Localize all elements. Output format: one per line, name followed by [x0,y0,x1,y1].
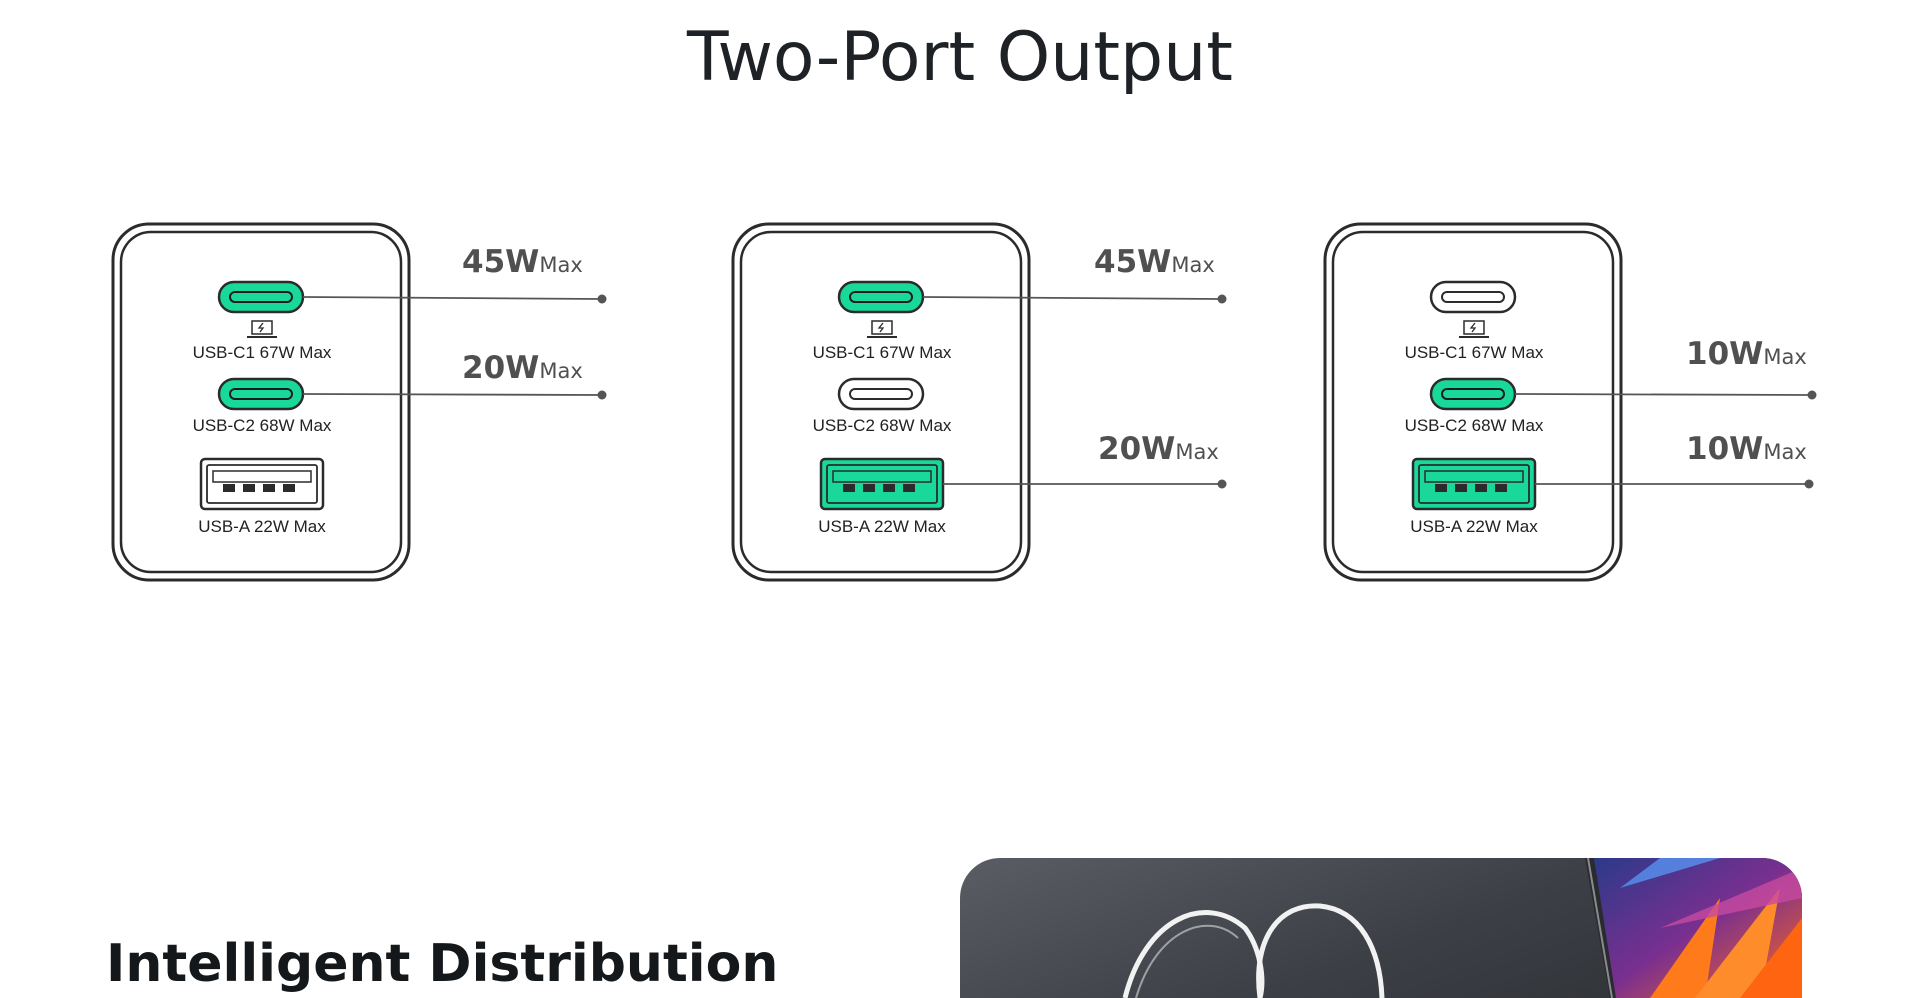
usb-c1-label: USB-C1 67W Max [813,343,952,362]
charger-body-outer [1323,222,1623,582]
output-watt-label: 45WMax [1094,244,1215,280]
charger-body-outer [111,222,411,582]
laptop-charging-icon [1459,320,1489,338]
usb-a-port-icon [819,457,945,511]
usb-a-port-icon [1411,457,1537,511]
usb-c2-label: USB-C2 68W Max [1405,416,1544,435]
laptop-charging-icon [867,320,897,338]
charger-diagram-1: USB-C1 67W Max USB-C2 68W Max USB-A 22W … [111,222,607,582]
usb-c2-port-slot [1441,388,1505,400]
usb-a-port-opening [206,464,318,504]
usb-c1-label: USB-C1 67W Max [1405,343,1544,362]
output-watt-label: 10WMax [1686,336,1807,372]
leader-line-usb-c2 [302,393,602,396]
usb-a-label: USB-A 22W Max [198,517,326,536]
usb-c1-port-slot [849,291,913,303]
product-photo-illustration [1122,858,1802,998]
usb-a-port-opening [1418,464,1530,504]
usb-a-port-icon [199,457,325,511]
usb-c1-label: USB-C1 67W Max [193,343,332,362]
usb-c2-port-slot [229,388,293,400]
leader-line-usb-c2 [1514,393,1812,396]
usb-c2-port-icon [217,377,305,411]
usb-c2-port-icon [837,377,925,411]
usb-c1-port-slot [1441,291,1505,303]
laptop-charging-icon [247,320,277,338]
charger-diagram-3: USB-C1 67W Max USB-C2 68W Max USB-A 22W … [1323,222,1817,582]
usb-c2-label: USB-C2 68W Max [813,416,952,435]
leader-line-usb-c1 [302,296,602,300]
usb-a-label: USB-A 22W Max [1410,517,1538,536]
leader-line-end-dot [1217,294,1227,304]
charger-diagram-2: USB-C1 67W Max USB-C2 68W Max USB-A 22W … [731,222,1227,582]
usb-c1-port-slot [229,291,293,303]
leader-line-end-dot [597,390,607,400]
charger-body-inner [739,230,1023,574]
leader-line-usb-c1 [922,296,1222,300]
leader-line-end-dot [1807,390,1817,400]
page-title: Two-Port Output [687,18,1233,97]
charger-body-inner [119,230,403,574]
usb-c1-port-icon [1429,280,1517,314]
output-watt-label: 10WMax [1686,431,1807,467]
usb-a-label: USB-A 22W Max [818,517,946,536]
usb-c1-port-icon [217,280,305,314]
usb-c2-port-slot [849,388,913,400]
charger-body-inner [1331,230,1615,574]
usb-a-port-opening [826,464,938,504]
usb-c1-port-icon [837,280,925,314]
leader-line-end-dot [597,294,607,304]
output-watt-label: 20WMax [462,350,583,386]
usb-c2-port-icon [1429,377,1517,411]
section-heading: Intelligent Distribution [106,934,779,994]
leader-line-end-dot [1804,479,1814,489]
two-port-output-diagram: USB-C1 67W Max USB-C2 68W Max USB-A 22W … [111,222,1817,582]
output-watt-label: 45WMax [462,244,583,280]
usb-c2-label: USB-C2 68W Max [193,416,332,435]
output-watt-label: 20WMax [1098,431,1219,467]
charger-body-outer [731,222,1031,582]
leader-line-end-dot [1217,479,1227,489]
product-hero-image [960,858,1802,998]
